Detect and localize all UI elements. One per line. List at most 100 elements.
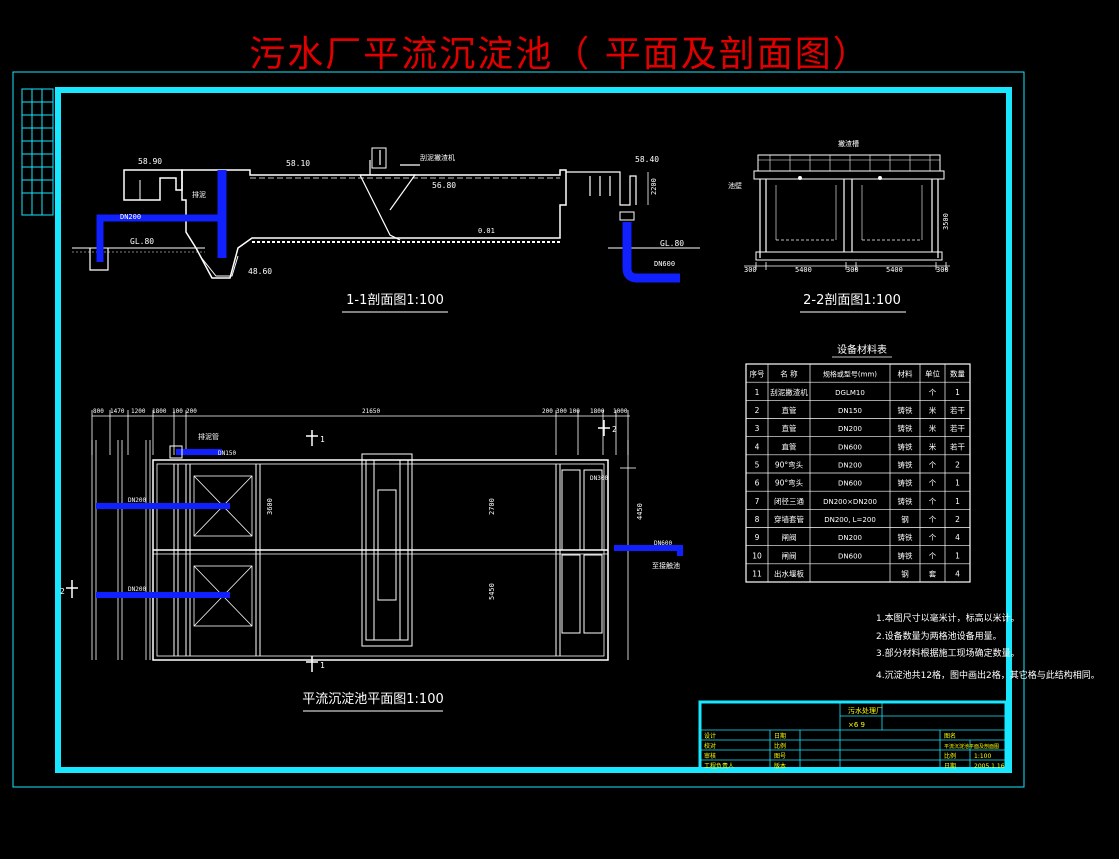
dimension-label: 1000 [613,408,628,415]
table-header-cell: 材料 [898,369,913,379]
note-line: 4.沉淀池共12格，图中画出2格，其它格与此结构相同。 [876,669,1100,681]
dimension-label: 1470 [110,408,125,415]
table-cell: 个 [929,461,937,470]
table-cell: 铸铁 [898,478,913,488]
table-cell: 直管 [782,441,797,451]
scraper-label: 刮泥撇渣机 [420,153,455,162]
table-cell: DN600 [838,443,862,451]
table-cell: 2 [955,515,960,524]
outlet-label: 至接触池 [652,561,680,570]
table-cell: DN200 [838,534,862,542]
section-1-1-caption: 1-1剖面图1:100 [346,293,444,308]
table-cell: 2 [755,406,760,415]
title-block-company: 污水处理厂 [848,706,883,715]
table-cell: 闸阀 [782,551,797,560]
table-cell: 6 [755,479,760,488]
inner-frame [55,87,1012,773]
dimension-label: 5400 [795,266,812,274]
table-cell: 铸铁 [898,405,913,415]
title-block-cell: 校对 [704,742,716,750]
title-block-cell: 日期 [944,762,956,770]
table-cell: 10 [752,551,762,560]
table-cell: 出水堰板 [774,569,804,579]
note-line: 3.部分材料根据施工现场确定数量。 [876,647,1020,659]
outlet-pipe [622,222,680,283]
title-block-cell: 图名 [944,732,956,740]
dimension-label: 300 [744,266,757,274]
table-cell: 铸铁 [898,550,913,560]
dimension-label: 800 [93,408,104,415]
table-header-cell: 数量 [950,369,965,379]
table-cell: 4 [955,570,960,579]
dimension-label: 2200 [650,178,658,195]
binding-margin-grid [21,88,54,216]
table-cell: 个 [929,515,937,524]
rail-label: 撇渣槽 [838,139,859,148]
dimension-label: 5400 [886,266,903,274]
title-block-cell: 日期 [774,732,786,740]
table-cell: 1 [755,388,760,397]
table-cell: 个 [929,479,937,488]
plan-view: 800 1470 1200 1800 100 200 21650 200 300… [60,408,683,712]
table-cell: 若干 [950,423,965,433]
table-cell: 1 [955,497,960,506]
table-header-cell: 名 称 [780,369,798,379]
title-block-cell: 工程负责人 [704,762,734,770]
table-cell: 刮泥撇渣机 [770,387,808,397]
table-cell: 90°弯头 [775,460,804,470]
title-block-cell: 比例 [774,742,786,750]
table-cell: 4 [955,533,960,542]
sludge-pipe-label: 排泥管 [198,432,219,441]
section-marker-label: 1 [320,435,325,444]
title-block-cell: 审核 [704,752,716,760]
table-cell: 1 [955,551,960,560]
elevation-label: GL.80 [660,239,684,248]
table-cell: DN150 [838,407,862,415]
table-cell: 5 [755,461,760,470]
table-cell: DN600 [838,552,862,560]
table-header-cell: 单位 [925,369,940,379]
table-cell: DN200, L=200 [824,516,876,524]
title-block-cell: 设计 [704,732,716,740]
title-block-cell: 1:100 [974,753,991,760]
table-cell: DN200×DN200 [823,498,877,506]
plan-outlet-pipe [614,545,683,556]
dimension-label: 4450 [636,503,644,520]
dimension-label: 200 [542,408,553,415]
pipe-label: DN200 [128,586,146,593]
dimension-label: 2700 [488,498,496,515]
slope-label: 0.01 [478,227,495,235]
dimension-label: 5450 [488,583,496,600]
table-cell: 穿墙套管 [774,514,804,524]
table-cell: 直管 [782,405,797,415]
elevation-label: GL.80 [130,237,154,246]
table-cell: 若干 [950,441,965,451]
table-cell: 2 [955,461,960,470]
title-block-cell: 图号 [774,753,786,760]
table-cell: 1 [955,479,960,488]
title-block-code: ×6 9 [848,721,865,729]
dimension-label: 300 [846,266,859,274]
section-1-1: 58.90 58.10 56.80 58.40 GL.80 GL.80 48.6… [72,147,700,313]
pipe-label: DN600 [654,540,672,547]
dimension-label: 1800 [152,408,167,415]
table-cell: 铸铁 [898,496,913,506]
table-cell: DN200 [838,462,862,470]
dimension-label: 300 [936,266,949,274]
hopper-label: 排泥 [192,190,206,199]
table-cell: 个 [929,388,937,397]
table-cell: 9 [755,533,760,542]
outer-frame [12,71,1025,788]
materials-table-title: 设备材料表 [837,343,887,356]
dimension-label: 3500 [942,213,950,230]
pipe-label: DN300 [590,475,608,482]
table-cell: 11 [752,570,762,579]
table-cell: 7 [755,497,760,506]
title-block-cell: 比例 [944,752,956,760]
section-marker-label: 1 [320,661,325,670]
table-cell: 铸铁 [898,460,913,470]
dimension-label: 21650 [362,408,380,415]
table-cell: 4 [755,442,760,451]
elevation-label: 56.80 [432,181,456,190]
table-cell: 3 [755,424,760,433]
